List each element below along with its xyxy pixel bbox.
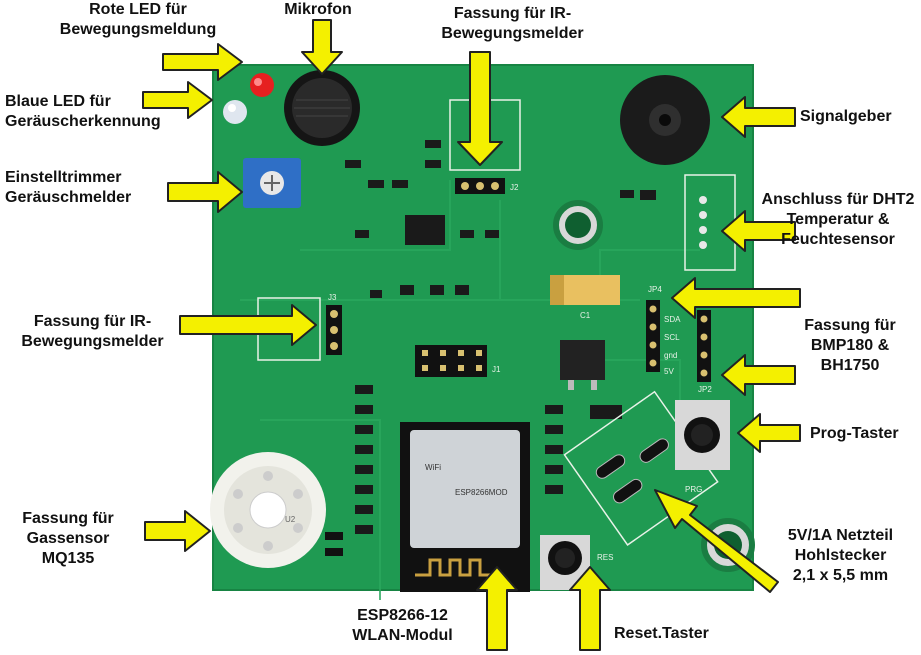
arrow-prog xyxy=(737,413,801,453)
esp-wifi-logo: WiFi xyxy=(425,463,441,472)
silk-5v: 5V xyxy=(664,367,674,376)
silk-c1: C1 xyxy=(580,311,591,320)
arrow-netzteil xyxy=(654,489,779,593)
silk-res: RES xyxy=(597,553,613,562)
label-prog-taster: Prog-Taster xyxy=(810,425,899,442)
arrow-dht xyxy=(721,210,796,252)
arrow-esp xyxy=(476,566,518,651)
esp-label: ESP8266MOD xyxy=(455,488,508,497)
silk-sda: SDA xyxy=(664,315,681,324)
pin-header-j1 xyxy=(415,345,487,377)
label-netzteil: 5V/1A Netzteil Hohlstecker 2,1 x 5,5 mm xyxy=(787,527,894,584)
silk-prg: PRG xyxy=(685,485,702,494)
label-dht2: Anschluss für DHT2 Temperatur & Feuchtes… xyxy=(761,191,915,248)
label-einstelltrimmer: Einstelltrimmer Geräuschmelder xyxy=(5,169,132,206)
silk-scl: SCL xyxy=(664,333,680,342)
silk-jp4: JP4 xyxy=(648,285,662,294)
label-gassensor: Fassung für Gassensor MQ135 xyxy=(22,510,114,567)
label-signalgeber: Signalgeber xyxy=(800,108,892,125)
label-mikrofon: Mikrofon xyxy=(284,1,352,18)
label-blaue-led: Blaue LED für Geräuscherkennung xyxy=(5,93,161,130)
arrow-blaue-led xyxy=(142,81,213,119)
arrow-rote-led xyxy=(162,43,243,81)
arrow-ir-left xyxy=(179,304,317,346)
silk-j1: J1 xyxy=(492,365,501,374)
arrow-reset xyxy=(569,566,611,651)
silk-j3: J3 xyxy=(328,293,337,302)
arrow-mikrofon xyxy=(301,19,343,75)
arrow-signalgeber xyxy=(721,96,796,138)
silk-gnd: gnd xyxy=(664,351,677,360)
blue-led xyxy=(223,100,247,124)
arrow-trimmer xyxy=(167,171,243,213)
label-ir-left: Fassung für IR- Bewegungsmelder xyxy=(21,313,164,350)
arrow-gas xyxy=(144,510,211,552)
label-esp: ESP8266-12 WLAN-Modul xyxy=(352,607,453,644)
label-bmp180: Fassung für BMP180 & BH1750 xyxy=(804,317,896,374)
silk-j2: J2 xyxy=(510,183,519,192)
arrow-jp4 xyxy=(671,277,801,319)
label-rote-led: Rote LED für Bewegungsmeldung xyxy=(59,1,217,38)
label-ir-top: Fassung für IR- Bewegungsmelder xyxy=(441,5,584,42)
arrow-jp2 xyxy=(721,354,796,396)
silk-jp2: JP2 xyxy=(698,385,712,394)
label-reset: Reset.Taster xyxy=(614,625,709,642)
arrow-ir-top xyxy=(457,51,503,166)
silk-u2: U2 xyxy=(285,515,296,524)
red-led xyxy=(250,73,274,97)
